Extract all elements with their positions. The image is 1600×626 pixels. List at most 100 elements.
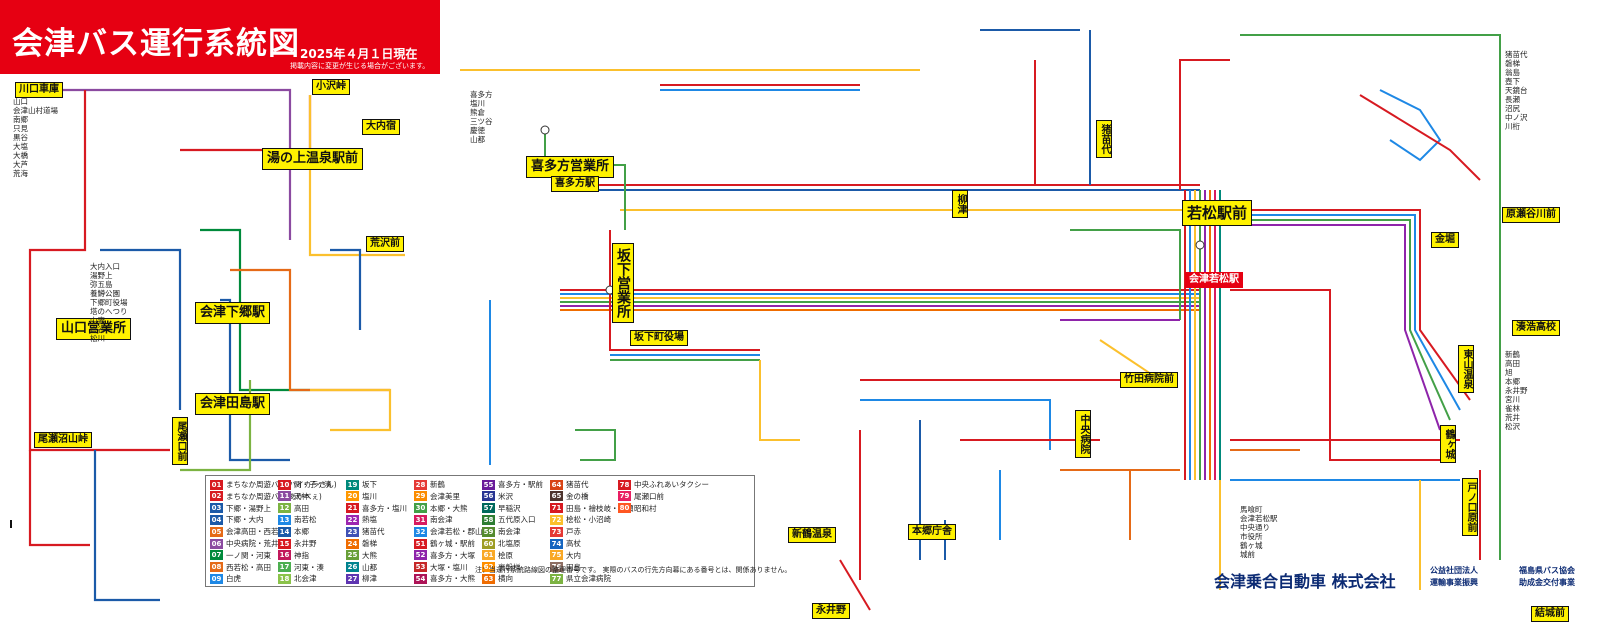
higashiyama-label[interactable]: 東山温泉 [1458,345,1474,393]
legend-route-number: 06 [210,538,223,549]
minato-highschool-label[interactable]: 湊浩高校 [1512,320,1560,336]
legend-route-number: 64 [550,479,563,490]
legend-route-number: 80 [618,503,631,514]
association-name-1: 公益社団法人 [1430,566,1478,575]
legend-route-number: 24 [346,538,359,549]
legend-route-name: 裏磐梯 [498,562,521,572]
aizu-hospital-label[interactable]: 尾瀬口前 [172,417,188,465]
yunokami-station-label[interactable]: 湯の上温泉駅前 [262,148,364,170]
tonokuchi-label[interactable]: 戸ノ口原前 [1462,478,1478,536]
legend-route-name: 天神 [294,491,309,501]
legend-route-name: 会津高田・西若松 [226,527,286,537]
legend-route-number: 12 [278,503,291,514]
legend-route-number: 57 [482,503,495,514]
shimogo-station-label[interactable]: 会津下郷駅 [195,302,271,324]
oze-guchi-label[interactable] [10,520,12,528]
sakashita-loop [575,429,616,461]
east-purple [1230,224,1441,431]
legend-route-number: 78 [618,479,631,490]
legend-route-name: 米沢 [498,491,513,501]
legend-route-name: 下郷・湯野上 [226,503,271,513]
shintsuru-onsen-label[interactable]: 新鶴温泉 [788,527,836,543]
legend-route-number: 08 [210,562,223,573]
nagaino-label[interactable]: 永井野 [812,603,850,619]
legend-route-number: 61 [482,550,495,561]
legend-route-name: 柳津 [362,574,377,584]
oguni-garage-label[interactable]: 川口車庫 [15,82,63,98]
hongo-office-label[interactable]: 本郷庁舎 [908,524,956,540]
legend-route-name: 本郷・大熊 [430,503,468,513]
arazawa-label[interactable]: 荒沢前 [366,236,404,252]
legend-route-number: 22 [346,514,359,525]
yuki-mae-label[interactable]: 結城前 [1531,606,1569,622]
south-east-red [1230,289,1450,461]
sakashita-office-label[interactable]: 坂下営業所 [612,243,634,323]
legend-route-number: 71 [550,503,563,514]
legend-route-name: 坂下 [362,480,377,489]
tsurugajo-label[interactable]: 鶴ヶ城 [1440,425,1456,463]
haraseya-label[interactable]: 原瀬谷川前 [1502,207,1560,223]
ouchi-label[interactable]: 大内宿 [362,119,400,135]
legend-route-name: 一ノ関・河東 [226,550,271,560]
legend-route-name: 塩川 [362,491,377,501]
inner-green [1070,229,1181,320]
sakashita-town-label[interactable]: 坂下町役場 [630,330,688,346]
legend-route-number: 54 [414,573,427,584]
kitakata-office-label[interactable]: 喜多方営業所 [526,156,615,178]
kitakata-station-label[interactable]: 喜多方駅 [551,176,599,192]
central-hospital-label[interactable]: 中央病院 [1075,410,1091,458]
legend-route-number: 02 [210,491,223,502]
legend-route-name: 猪苗代 [566,480,589,489]
wakamatsu-station-label[interactable]: 若松駅前 [1182,200,1253,226]
legend-route-name: 神指 [294,550,309,560]
legend-route-name: 南会津 [430,515,453,525]
legend-route-name: 南若松 [294,515,317,525]
association-name-2: 福島県バス協会 [1519,566,1575,575]
stop-list-south: 馬喰町会津若松駅中央通り 市役所鶴ヶ城城前 [1240,505,1278,559]
route-line-west-3 [100,248,182,410]
legend-route-number: 76 [550,562,563,573]
oze-numayama-label[interactable]: 尾瀬沼山峠 [34,432,92,448]
east-red [1230,209,1471,401]
inawashiro-label[interactable]: 猪苗代 [1096,120,1112,158]
station-dot [540,125,550,135]
kotsuya-pass-label[interactable]: 小沢峠 [312,79,350,95]
miyakawa-label[interactable]: 柳津 [952,190,968,218]
tajima-station-label[interactable]: 会津田島駅 [195,393,271,415]
legend-route-number: 16 [278,550,291,561]
legend-route-number: 52 [414,550,427,561]
legend-route-name: 戸赤 [566,527,581,537]
legend-route-name: 北会津 [294,574,317,584]
legend-route-name: 大塚・塩川 [430,562,468,572]
legend-route-number: 05 [210,526,223,537]
legend-route-number: 63 [482,573,495,584]
company-name: 会津乗合自動車 株式会社 [1214,572,1396,591]
legend-route-name: 昭和村 [634,503,657,513]
takeda-hospital-label[interactable]: 竹田病院前 [1120,372,1178,388]
yamaguchi-office-label[interactable]: 山口営業所 [56,318,132,340]
kanehori-label[interactable]: 金堀 [1431,232,1459,248]
